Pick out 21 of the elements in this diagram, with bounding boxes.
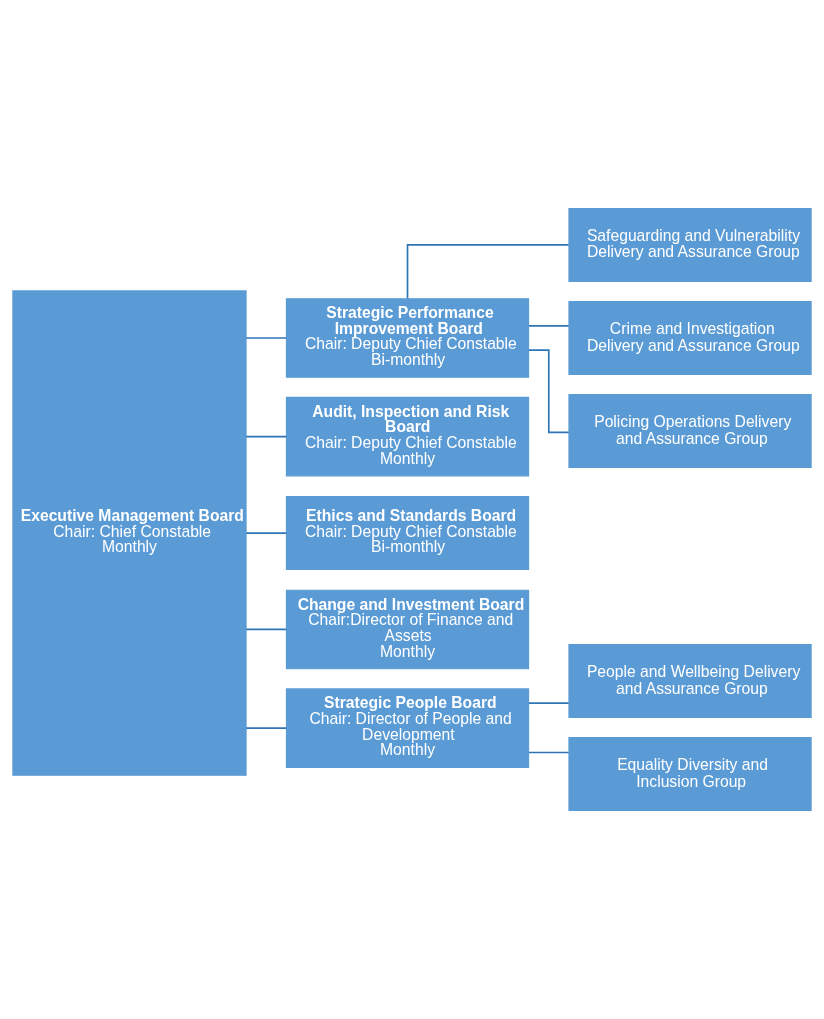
- node-box: Ethics and Standards Board Chair: Deputy Chief Constable Bi-monthly: [285, 496, 530, 571]
- connector: [528, 702, 570, 704]
- connector: [528, 349, 570, 434]
- node-box: Strategic People Board Chair: Director of People and Development Monthly: [285, 688, 530, 768]
- node-box: People and Wellbeing Delivery and Assurance Group: [568, 644, 812, 718]
- node-box: Strategic Performance Improvement Board Chair: Deputy Chief Constable Bi-monthly: [285, 298, 530, 378]
- connector: [528, 751, 570, 754]
- connector: [245, 435, 288, 438]
- node-box: Equality Diversity and Inclusion Group: [568, 737, 812, 812]
- node-box: Crime and Investigation Delivery and Assurance Group: [568, 301, 812, 375]
- connector: [406, 244, 570, 300]
- node-box: Executive Management Board Chair: Chief Constable Monthly: [12, 290, 247, 776]
- node-box: Safeguarding and Vulnerability Delivery and Assurance Group: [568, 207, 812, 282]
- connector: [245, 532, 288, 534]
- node-box: Policing Operations Delivery and Assurance Group: [568, 394, 812, 468]
- node-box: Audit, Inspection and Risk Board Chair: Deputy Chief Constable Monthly: [285, 396, 530, 477]
- connector: [245, 727, 288, 729]
- connector: [245, 337, 288, 339]
- connector: [245, 628, 288, 631]
- connector: [528, 325, 570, 327]
- node-box: Change and Investment Board Chair:Director of Finance and Assets Monthly: [285, 589, 530, 670]
